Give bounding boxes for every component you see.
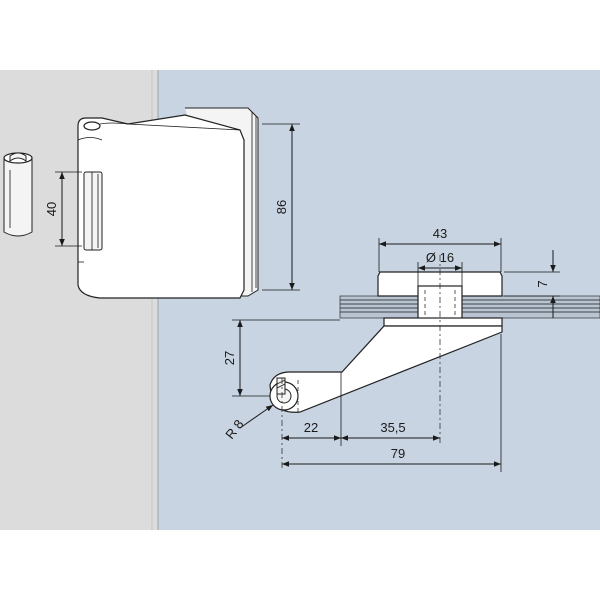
dim-pin-spacing-label: 40 bbox=[44, 202, 59, 216]
dim-overall-length-label: 79 bbox=[391, 446, 405, 461]
dim-hinge-height: 86 bbox=[262, 123, 300, 291]
dim-bore-diameter: Ø 16 bbox=[417, 250, 463, 286]
dim-cap-thickness: 7 bbox=[504, 250, 560, 318]
dim-pin-offset-label: 22 bbox=[304, 420, 318, 435]
dim-overall-length: 79 bbox=[282, 334, 502, 472]
hinge-front-view bbox=[77, 107, 259, 299]
hinge-side-view bbox=[269, 255, 503, 470]
dim-arm-drop: 27 bbox=[222, 319, 340, 397]
glass-plate-section bbox=[339, 295, 600, 319]
dim-pin-offset: 22 bbox=[282, 372, 342, 446]
dim-cap-diameter: 43 bbox=[378, 226, 502, 272]
dim-bore-diameter-label: Ø 16 bbox=[426, 250, 454, 265]
dim-center-distance-label: 35,5 bbox=[380, 420, 405, 435]
dim-cap-thickness-label: 7 bbox=[535, 280, 550, 287]
dim-pin-spacing: 40 bbox=[44, 171, 82, 247]
dim-center-distance: 35,5 bbox=[341, 420, 440, 441]
dim-cap-diameter-label: 43 bbox=[433, 226, 447, 241]
pin-sleeve bbox=[3, 152, 33, 237]
dim-arm-drop-label: 27 bbox=[222, 351, 237, 365]
dim-hinge-height-label: 86 bbox=[274, 200, 289, 214]
